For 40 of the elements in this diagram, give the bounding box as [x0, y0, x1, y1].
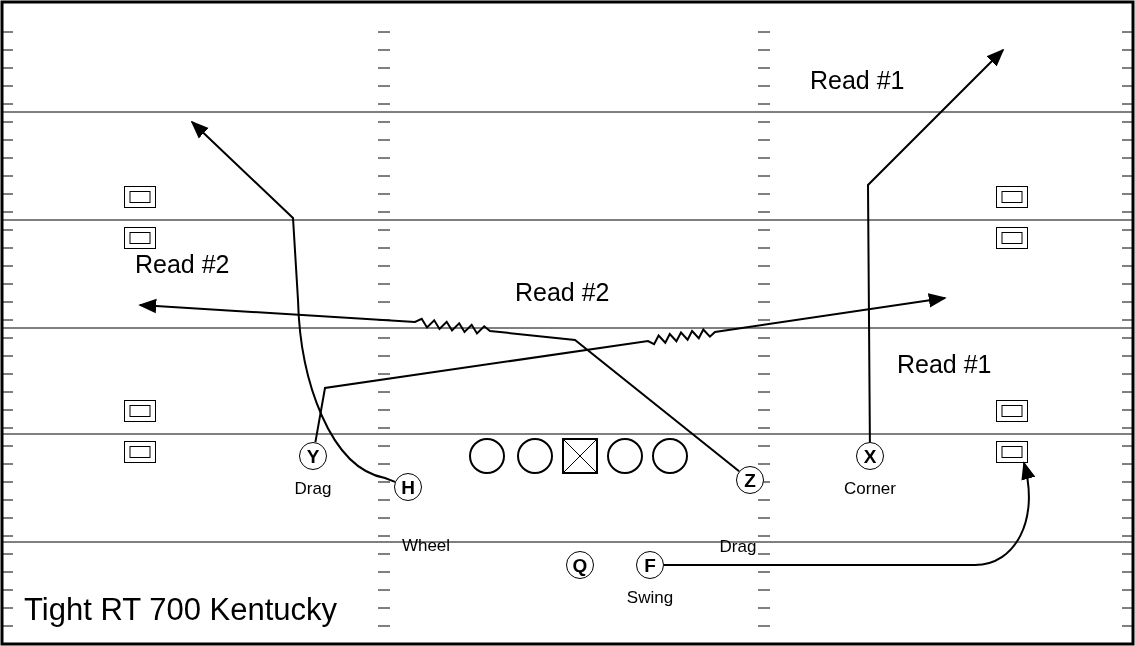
- route-arrow: [867, 48, 1005, 443]
- route-label: Swing: [626, 589, 674, 606]
- defender-marker: [996, 186, 1028, 208]
- player-circle: [394, 473, 422, 501]
- read-label: Read #1: [897, 352, 992, 377]
- lineman-circle: [469, 438, 505, 474]
- route-arrow: [138, 298, 741, 473]
- player-circle: [636, 551, 664, 579]
- player-letter: X: [863, 446, 877, 466]
- defender-marker: [124, 400, 156, 422]
- route-arrow: [190, 120, 396, 483]
- route-label: Drag: [294, 480, 332, 497]
- center-marker: [562, 438, 598, 474]
- lineman-circle: [607, 438, 643, 474]
- route-label: Corner: [844, 480, 896, 497]
- defender-marker: [124, 186, 156, 208]
- player-letter: H: [401, 477, 415, 497]
- player-letter: Q: [572, 555, 588, 575]
- route-arrow: [663, 461, 1035, 566]
- defender-marker: [996, 400, 1028, 422]
- player-letter: Y: [306, 446, 320, 466]
- defender-marker: [996, 441, 1028, 463]
- play-title: Tight RT 700 Kentucky: [24, 594, 338, 625]
- player-circle: [856, 442, 884, 470]
- read-label: Read #2: [515, 280, 610, 305]
- route-label: Wheel: [401, 537, 451, 554]
- player-circle: [299, 442, 327, 470]
- player-letter: Z: [744, 470, 756, 490]
- route-label: Drag: [719, 538, 757, 555]
- read-label: Read #2: [135, 252, 230, 277]
- defender-marker: [996, 227, 1028, 249]
- read-label: Read #1: [810, 68, 905, 93]
- lineman-circle: [652, 438, 688, 474]
- defender-marker: [124, 441, 156, 463]
- player-letter: F: [644, 555, 656, 575]
- player-circle: [566, 551, 594, 579]
- player-circle: [736, 466, 764, 494]
- route-arrow: [314, 293, 947, 444]
- lineman-circle: [517, 438, 553, 474]
- defender-marker: [124, 227, 156, 249]
